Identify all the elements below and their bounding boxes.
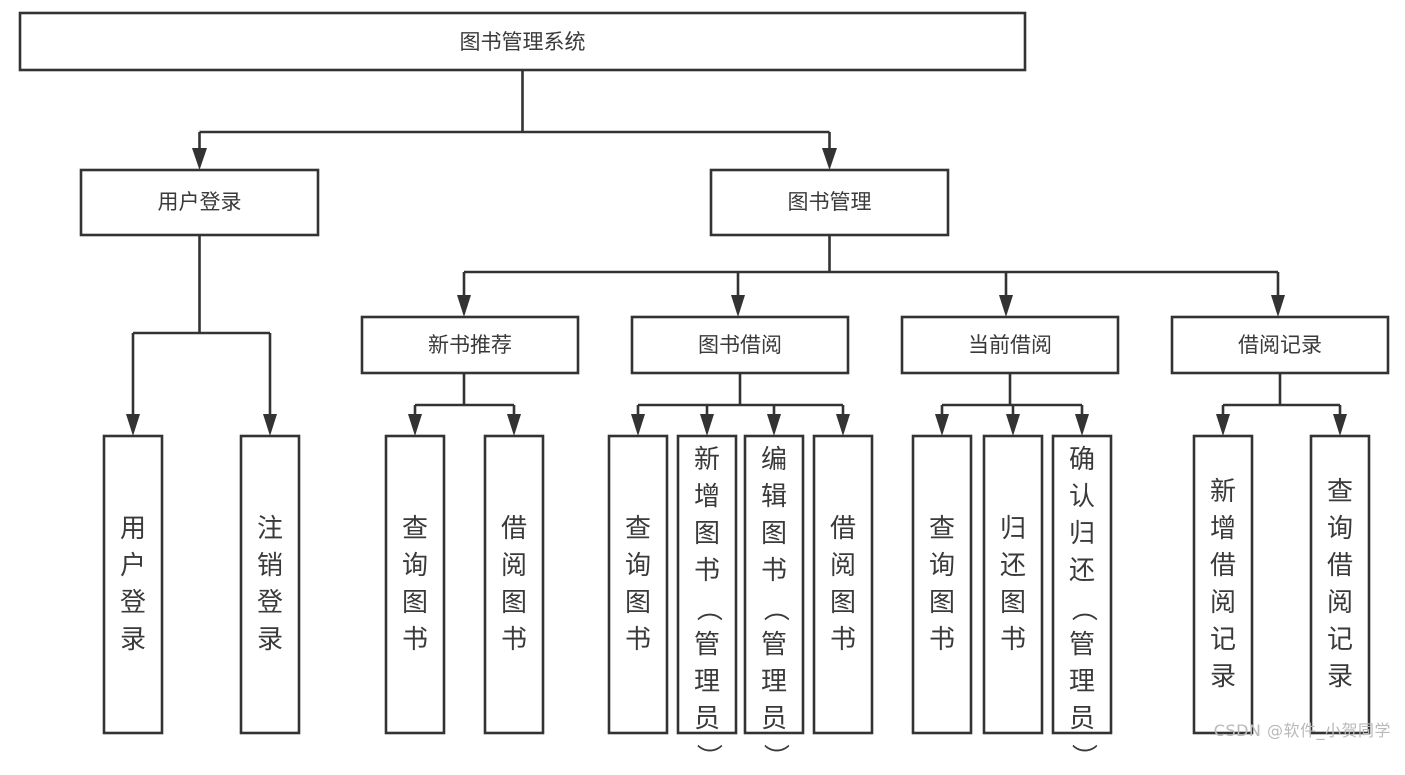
node-root-label: 图书管理系统 xyxy=(460,30,586,54)
node-book-borrow[interactable]: 图书借阅 xyxy=(630,315,850,375)
arrowhead-to-bookborrow xyxy=(731,295,745,317)
arrowhead-newbook-leaf1 xyxy=(408,414,422,436)
node-book-borrow-box[interactable] xyxy=(630,315,850,375)
arrowhead-currentborrow-leaf1 xyxy=(935,414,949,436)
diagram-canvas: 图书管理系统 用户登录 图书管理 新书推荐 图书借阅 当前借阅 借阅记录 xyxy=(18,11,1390,770)
arrowhead-bookborrow-leaf3 xyxy=(767,414,781,436)
node-current-borrow-label: 当前借阅 xyxy=(968,333,1052,357)
arrowhead-to-borrowrecord xyxy=(1271,295,1285,317)
arrowhead-newbook-leaf2 xyxy=(507,414,521,436)
node-user-login[interactable]: 用户登录 xyxy=(79,168,320,237)
arrowhead-bookborrow-leaf1 xyxy=(631,414,645,436)
node-new-book-recommend[interactable]: 新书推荐 xyxy=(360,315,580,375)
node-root[interactable]: 图书管理系统 xyxy=(18,11,1027,72)
leaf-borrow-query-book-box[interactable] xyxy=(607,434,669,735)
leaf-user-login-box[interactable] xyxy=(102,434,164,735)
arrowhead-borrowrecord-leaf1 xyxy=(1216,414,1230,436)
arrowhead-bookborrow-leaf4 xyxy=(836,414,850,436)
node-new-book-recommend-box[interactable] xyxy=(360,315,580,375)
leaf-boxes-layer xyxy=(102,434,1371,735)
node-current-borrow[interactable]: 当前借阅 xyxy=(900,315,1120,375)
leaf-borrow-add-book-box[interactable] xyxy=(676,434,738,735)
leaf-borrow-borrow-book-box[interactable] xyxy=(812,434,874,735)
node-book-borrow-label: 图书借阅 xyxy=(698,333,782,357)
node-book-manage[interactable]: 图书管理 xyxy=(709,168,950,237)
connector-layer xyxy=(126,70,1347,436)
node-borrow-record[interactable]: 借阅记录 xyxy=(1170,315,1390,375)
leaf-rr-add-record-box[interactable] xyxy=(1192,434,1254,735)
arrowhead-to-currentborrow xyxy=(999,295,1013,317)
node-borrow-record-box[interactable] xyxy=(1170,315,1390,375)
arrowhead-to-newbook xyxy=(457,295,471,317)
leaf-cur-return-book-box[interactable] xyxy=(982,434,1044,735)
leaf-user-logout-box[interactable] xyxy=(239,434,301,735)
node-book-manage-box[interactable] xyxy=(709,168,950,237)
arrowhead-currentborrow-leaf3 xyxy=(1075,414,1089,436)
arrowhead-borrowrecord-leaf2 xyxy=(1333,414,1347,436)
leaf-cur-query-book-box[interactable] xyxy=(911,434,973,735)
leaf-rec-query-book-box[interactable] xyxy=(384,434,446,735)
node-current-borrow-box[interactable] xyxy=(900,315,1120,375)
leaf-rr-query-record-box[interactable] xyxy=(1309,434,1371,735)
leaf-cur-confirm-return-box[interactable] xyxy=(1051,434,1113,735)
leaf-rec-borrow-book-box[interactable] xyxy=(483,434,545,735)
node-user-login-box[interactable] xyxy=(79,168,320,237)
node-borrow-record-label: 借阅记录 xyxy=(1238,333,1322,357)
arrowhead-root-to-user-login xyxy=(192,148,207,170)
arrowhead-root-to-book-manage xyxy=(822,148,837,170)
arrowhead-bookborrow-leaf2 xyxy=(700,414,714,436)
arrowhead-userlogin-leaf1 xyxy=(126,414,140,436)
node-user-login-label: 用户登录 xyxy=(158,190,242,214)
arrowhead-currentborrow-leaf2 xyxy=(1006,414,1020,436)
arrowhead-userlogin-leaf2 xyxy=(263,414,277,436)
node-new-book-recommend-label: 新书推荐 xyxy=(428,333,512,357)
node-book-manage-label: 图书管理 xyxy=(788,190,872,214)
tree-diagram-svg: 图书管理系统 用户登录 图书管理 新书推荐 图书借阅 当前借阅 借阅记录 xyxy=(18,11,1390,735)
node-root-box[interactable] xyxy=(18,11,1027,72)
leaf-borrow-edit-book-box[interactable] xyxy=(743,434,805,735)
